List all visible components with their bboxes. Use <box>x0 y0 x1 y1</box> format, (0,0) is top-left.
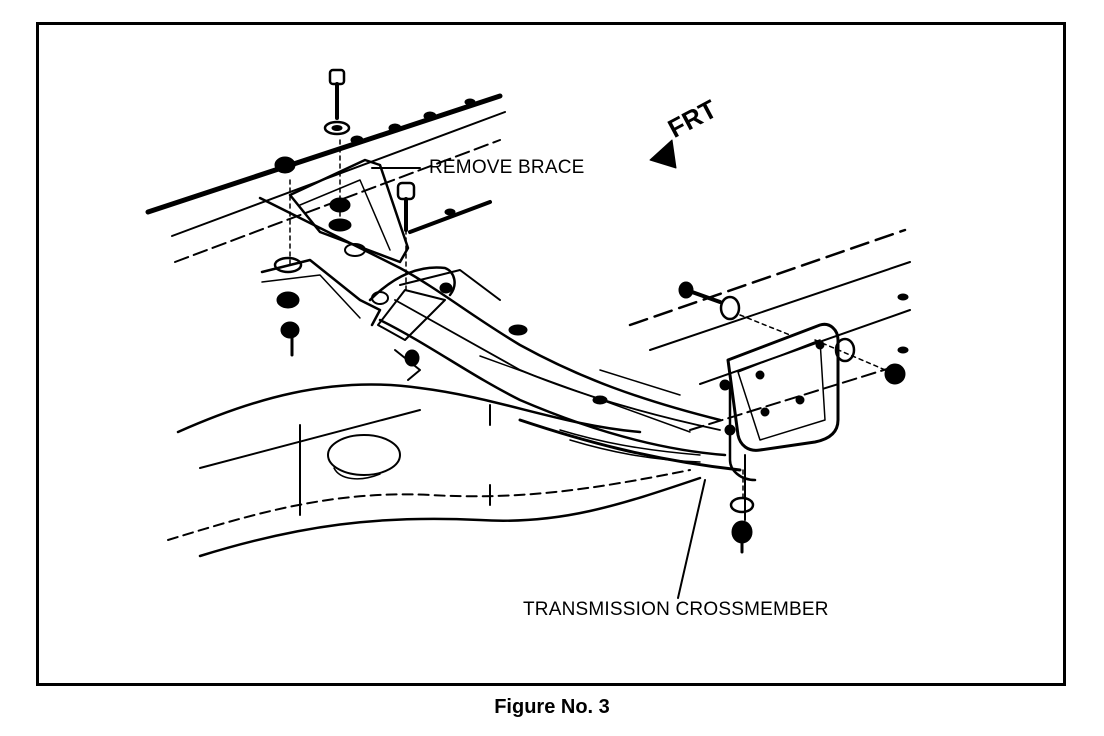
fastener-bolt-center <box>344 181 416 291</box>
right-frame-rail <box>628 228 911 431</box>
front-direction-arrow-icon <box>649 139 677 169</box>
figure-caption: Figure No. 3 <box>0 697 1104 717</box>
lower-frame-rail <box>167 383 702 558</box>
fastener-stack-bottom <box>729 469 755 554</box>
figure-caption-text: Figure No. 3 <box>494 696 610 718</box>
figure-border <box>36 22 1066 686</box>
remove-brace-callout: REMOVE BRACE <box>429 157 585 178</box>
fastener-nut-right <box>814 337 906 385</box>
fastener-bolt-right-upper <box>678 281 791 336</box>
brace <box>260 158 456 381</box>
fastener-bolt-top <box>323 68 351 231</box>
fastener-stack-left <box>273 156 352 357</box>
upper-frame-rail <box>145 93 506 263</box>
crossmember-end-bracket <box>719 322 840 521</box>
crossmember-body <box>258 196 742 472</box>
leader-line-transmission-crossmember <box>677 479 706 599</box>
transmission-crossmember-callout: TRANSMISSION CROSSMEMBER <box>523 599 829 620</box>
